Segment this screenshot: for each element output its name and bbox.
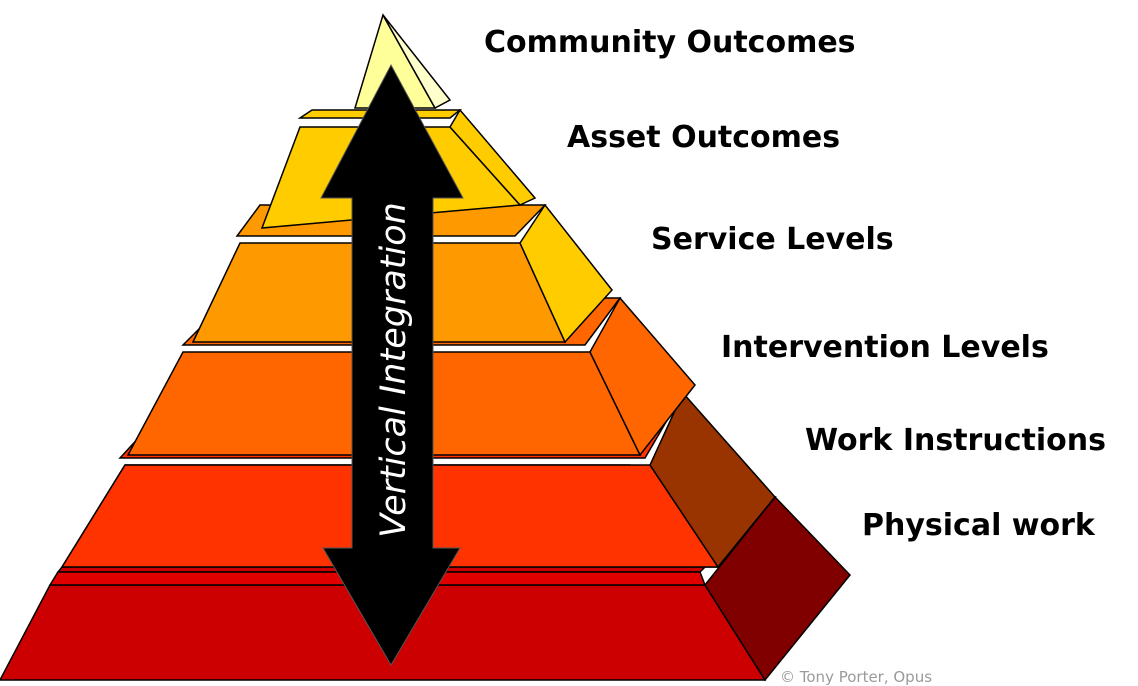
arrow-label: Vertical Integration xyxy=(374,202,414,538)
label-asset-outcomes: Asset Outcomes xyxy=(567,120,841,155)
label-service-levels: Service Levels xyxy=(651,222,894,257)
label-community-outcomes: Community Outcomes xyxy=(484,25,856,60)
copyright-note: © Tony Porter, Opus xyxy=(780,668,933,686)
label-physical-work: Physical work xyxy=(862,508,1095,543)
label-work-instructions: Work Instructions xyxy=(805,423,1106,458)
tier-community-outcomes xyxy=(353,13,452,110)
vertical-integration-arrow: Vertical Integration xyxy=(320,63,464,666)
label-intervention-levels: Intervention Levels xyxy=(721,330,1049,365)
